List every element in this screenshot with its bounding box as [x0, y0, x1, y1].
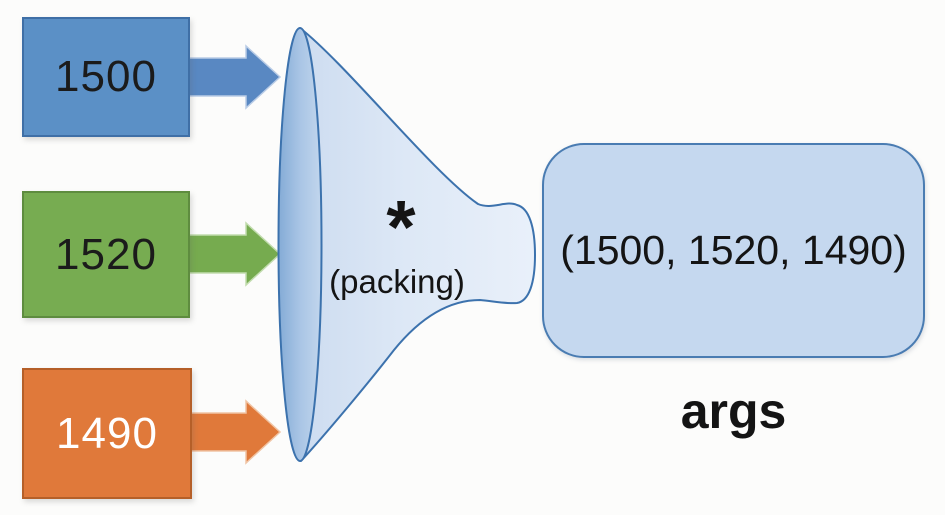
source-box-1490-label: 1490 — [56, 408, 158, 458]
output-tuple-box: (1500, 1520, 1490) — [542, 143, 925, 358]
funnel-body — [299, 27, 536, 462]
packing-caption: (packing) — [329, 263, 465, 300]
arrow-from-1490 — [187, 399, 282, 465]
source-box-1500-label: 1500 — [55, 52, 157, 101]
arrow-from-1500 — [187, 44, 282, 110]
source-box-1520-label: 1520 — [55, 229, 157, 279]
funnel-mouth-ellipse — [277, 27, 323, 462]
source-box-1500: 1500 — [22, 17, 190, 137]
source-box-1490: 1490 — [22, 368, 192, 499]
source-box-1520: 1520 — [22, 191, 190, 318]
packing-operator-asterisk: * — [386, 185, 416, 269]
output-tuple-value: (1500, 1520, 1490) — [560, 227, 907, 273]
arrow-from-1520 — [187, 221, 282, 287]
args-label: args — [680, 383, 787, 439]
